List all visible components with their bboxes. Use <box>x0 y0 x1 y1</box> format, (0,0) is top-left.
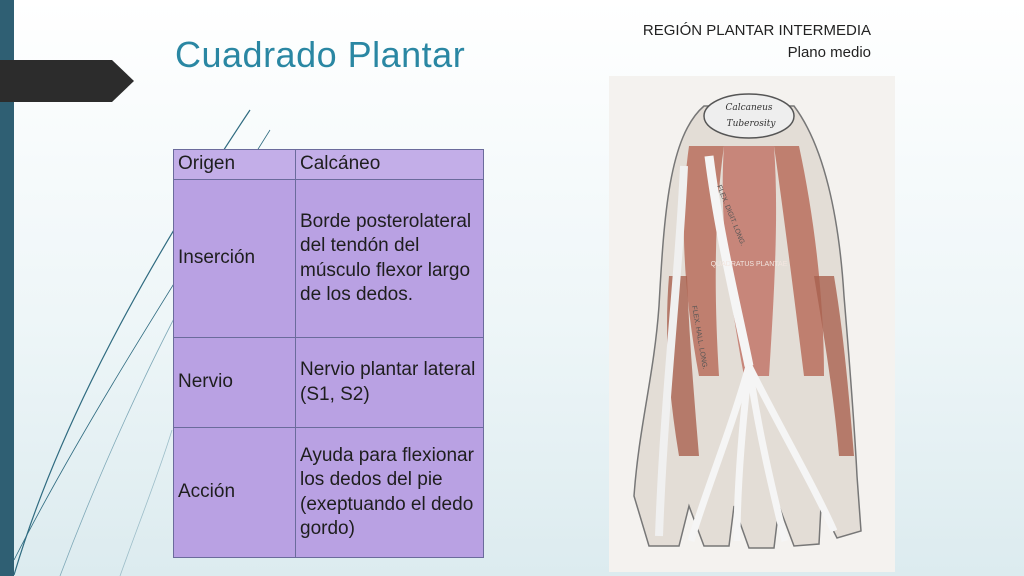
tendon <box>745 364 838 533</box>
left-accent-band <box>0 0 14 576</box>
plane-name: Plano medio <box>787 44 871 61</box>
row-value-nervio: Nervio plantar lateral (S1, S2) <box>295 337 484 428</box>
label-quadratus: QUADRATUS PLANTAE <box>711 261 788 268</box>
row-value-accion: Ayuda para flexionar los dedos del pie (… <box>295 427 484 558</box>
slide-title: Cuadrado Plantar <box>175 34 466 75</box>
row-label-insercion: Inserción <box>173 179 296 338</box>
left-arrow-shape <box>0 60 134 102</box>
row-label-nervio: Nervio <box>173 337 296 428</box>
row-value-origen: Calcáneo <box>295 149 484 180</box>
table-row: Acción Ayuda para flexionar los dedos de… <box>173 427 484 558</box>
region-header: REGIÓN PLANTAR INTERMEDIA Plano medio <box>643 20 871 64</box>
foot-anatomy-illustration: Calcaneus Tuberosity QUADRATUS PLANTAE F… <box>609 76 895 572</box>
table-row: Nervio Nervio plantar lateral (S1, S2) <box>173 337 484 428</box>
muscle-info-table: Origen Calcáneo Inserción Borde posterol… <box>173 149 484 558</box>
foot-drawing: Calcaneus Tuberosity QUADRATUS PLANTAE F… <box>633 93 862 549</box>
muscle-belly <box>774 146 824 376</box>
row-value-insercion: Borde posterolateral del tendón del músc… <box>295 179 484 338</box>
row-label-origen: Origen <box>173 149 296 180</box>
tendon <box>655 165 688 537</box>
row-label-accion: Acción <box>173 427 296 558</box>
label-calcaneus: Calcaneus <box>725 103 772 113</box>
tendon <box>733 365 753 542</box>
region-name: REGIÓN PLANTAR INTERMEDIA <box>642 22 871 39</box>
calcaneus-bone <box>703 93 795 139</box>
muscle-belly <box>814 276 854 456</box>
table-row: Inserción Borde posterolateral del tendó… <box>173 179 484 338</box>
tendon <box>687 365 753 542</box>
tendon <box>704 155 754 367</box>
tendon <box>745 365 789 542</box>
table-row: Origen Calcáneo <box>173 149 484 180</box>
label-tuberosity: Tuberosity <box>727 119 777 129</box>
